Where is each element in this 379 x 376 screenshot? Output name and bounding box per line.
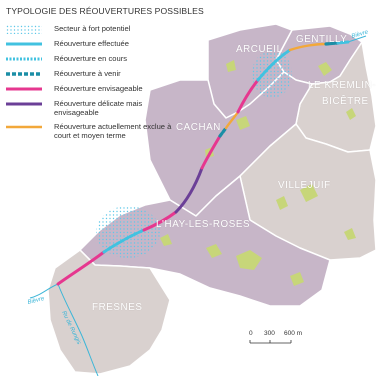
place-label-fresnes: FRESNES [92,302,143,313]
segment-delicate-hay [174,166,204,214]
green-area-hay-1 [236,250,262,270]
legend-label: Réouverture effectuée [54,39,130,48]
high-potential-sector-north [252,50,292,98]
green-area-gentilly [318,62,332,76]
green-area-hay-2 [206,244,222,258]
green-area-arcueil [226,60,236,72]
legend-swatch-dots [6,25,42,34]
legend-swatch-dash-cyan [6,57,42,61]
high-potential-sector-south [96,206,160,258]
legend-item-en-cours: Réouverture en cours [6,54,181,68]
place-label-kremlin-1: LE KREMLIN- [308,80,377,91]
legend-swatch-dash-teal [6,72,42,76]
green-area-cachan-1 [236,116,250,130]
legend-label: Réouverture actuellement exclue à court … [54,122,172,140]
river-bievre-east [347,35,367,43]
segment-a-venir-cachan [218,126,228,138]
legend-label: Réouverture à venir [54,69,121,78]
legend-item-delicate: Réouverture délicate mais envisageable [6,99,181,121]
river-label-bievre-east: Bièvre [351,29,370,40]
legend-swatch-purple [6,102,42,106]
commune-lhay-les-roses-area [79,175,331,307]
place-label-gentilly: GENTILLY [296,34,348,45]
place-label-cachan: CACHAN [176,122,221,133]
scale-label-zero: 0 [249,330,253,337]
legend-item-exclue: Réouverture actuellement exclue à court … [6,122,181,144]
green-area-hay-3 [290,272,304,286]
segment-effectuee-gentilly [336,40,350,45]
segment-en-cours-south [102,228,146,254]
legend-title: TYPOLOGIE DES RÉOUVERTURES POSSIBLES [6,6,204,16]
scale-bar [249,340,292,344]
green-area-villejuif-3 [344,228,356,240]
segment-a-venir-gentilly [324,41,340,46]
bievre-course [56,40,350,286]
segment-envisageable-arcueil [236,78,260,114]
legend-swatch-orange [6,125,42,129]
segment-envisageable-south [56,250,106,286]
place-label-villejuif: VILLEJUIF [278,180,331,191]
place-label-lhay-les-roses: L'HAY-LES-ROSES [156,219,251,230]
scale-labels: 0 300 600 m [246,330,326,350]
segment-envisageable-cachan [200,134,222,170]
legend-item-high-potential: Secteur à fort potentiel [6,24,181,38]
commune-fresnes-area [47,249,171,375]
legend-swatch-pink [6,87,42,91]
river-label-bievre-west: Bièvre [27,296,46,306]
place-label-kremlin-2: BICÊTRE [322,96,369,107]
high-potential-sectors [96,50,292,258]
scale-label-mid: 300 [264,330,275,337]
legend-label: Réouverture en cours [54,54,128,63]
segment-envisageable-hay [142,210,178,232]
place-label-arcueil: ARCUEIL [236,44,283,55]
segment-exclue-gentilly [288,42,328,52]
green-area-hay-4 [160,234,172,246]
segment-exclue-cachan [224,110,240,130]
legend-item-a-venir: Réouverture à venir [6,69,181,83]
segment-en-cours-arcueil [256,48,292,82]
legend-label: Secteur à fort potentiel [54,24,131,33]
green-area-villejuif-2 [276,196,288,210]
river-ru-de-rungis [57,283,99,376]
legend-label: Réouverture délicate mais envisageable [54,99,143,117]
legend-label: Réouverture envisageable [54,84,143,93]
green-area-villejuif-1 [300,184,318,202]
rivers [29,35,367,376]
legend-swatch-solid-cyan [6,42,42,46]
green-area-kremlin [346,108,356,120]
legend-item-envisageable: Réouverture envisageable [6,84,181,98]
scale-label-end: 600 m [284,330,303,337]
legend-item-effectuee: Réouverture effectuée [6,39,181,53]
river-bievre-west [29,283,59,299]
